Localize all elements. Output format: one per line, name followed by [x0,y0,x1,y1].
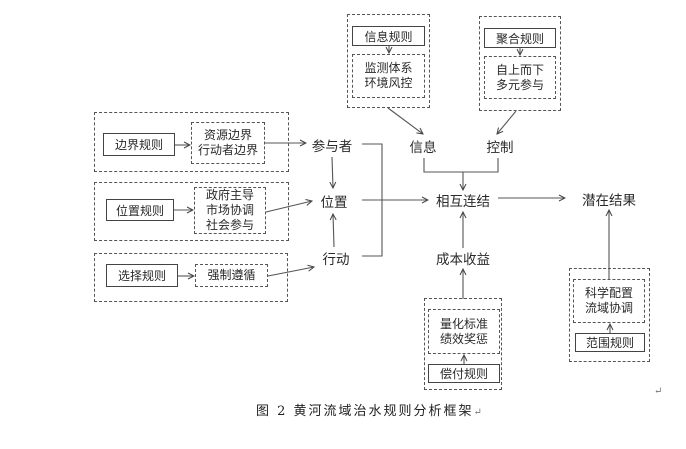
scope-rule-group [569,268,650,362]
arrow-to-control [497,110,517,134]
node-position: 位置 [320,195,348,211]
scope-rule-box: 范围规则 [575,333,645,352]
position-rule-box: 位置规则 [106,199,174,221]
node-outcome: 潜在结果 [582,193,636,209]
boundary-content-box: 资源边界 行动者边界 [191,122,265,164]
information-rule-box: 信息规则 [352,26,425,46]
arrow-action-position [333,214,334,248]
boundary-rule-group [94,112,289,172]
bracket-top [423,158,499,173]
node-cost-benefit: 成本收益 [436,252,490,268]
content-line: 自上而下 [495,62,544,77]
content-line: 政府主导 [205,188,254,202]
node-participants: 参与者 [311,139,353,155]
paragraph-mark-icon: ↵ [473,407,484,418]
payoff-rule-group [424,298,502,390]
scope-content-box: 科学配置 流域协调 [573,279,645,323]
boundary-rule-box: 边界规则 [103,133,175,156]
choice-rule-group [94,253,288,302]
paragraph-mark-icon: ↵ [654,386,663,397]
payoff-rule-box: 偿付规则 [428,364,500,383]
node-interaction: 相互连结 [436,194,490,210]
content-line: 多元参与 [495,77,544,92]
caption-text: 图 2 黄河流域治水规则分析框架 [256,404,474,419]
information-content-box: 监测体系 环境风控 [352,54,425,98]
content-line: 流域协调 [584,301,633,315]
node-control: 控制 [486,140,514,156]
information-rule-group [347,14,430,108]
position-rule-group [94,182,289,241]
node-information: 信息 [409,140,437,156]
arrow-to-action [267,267,314,277]
content-line: 强制遵循 [207,268,256,282]
node-action: 行动 [322,252,350,268]
content-line: 资源边界 [203,128,252,142]
content-line: 科学配置 [584,286,633,300]
content-line: 量化标准 [439,316,488,331]
arrow-to-information [387,107,423,134]
choice-rule-box: 选择规则 [106,264,178,287]
content-line: 环境风控 [364,76,413,90]
aggregation-rule-box: 聚合规则 [484,28,556,48]
arrow-participants-position [332,156,333,188]
payoff-content-box: 量化标准 绩效奖惩 [428,309,500,354]
position-content-box: 政府主导 市场协调 社会参与 [194,187,266,234]
content-line: 社会参与 [205,218,254,232]
aggregation-rule-group [479,16,561,111]
content-line: 市场协调 [205,203,254,217]
choice-content-box: 强制遵循 [195,264,268,287]
aggregation-content-box: 自上而下 多元参与 [484,56,556,99]
arrow-to-position [265,201,312,213]
content-line: 绩效奖惩 [439,331,488,346]
content-line: 行动者边界 [197,143,258,157]
content-line: 监测体系 [364,61,413,75]
figure-caption: 图 2 黄河流域治水规则分析框架↵ [256,400,484,419]
